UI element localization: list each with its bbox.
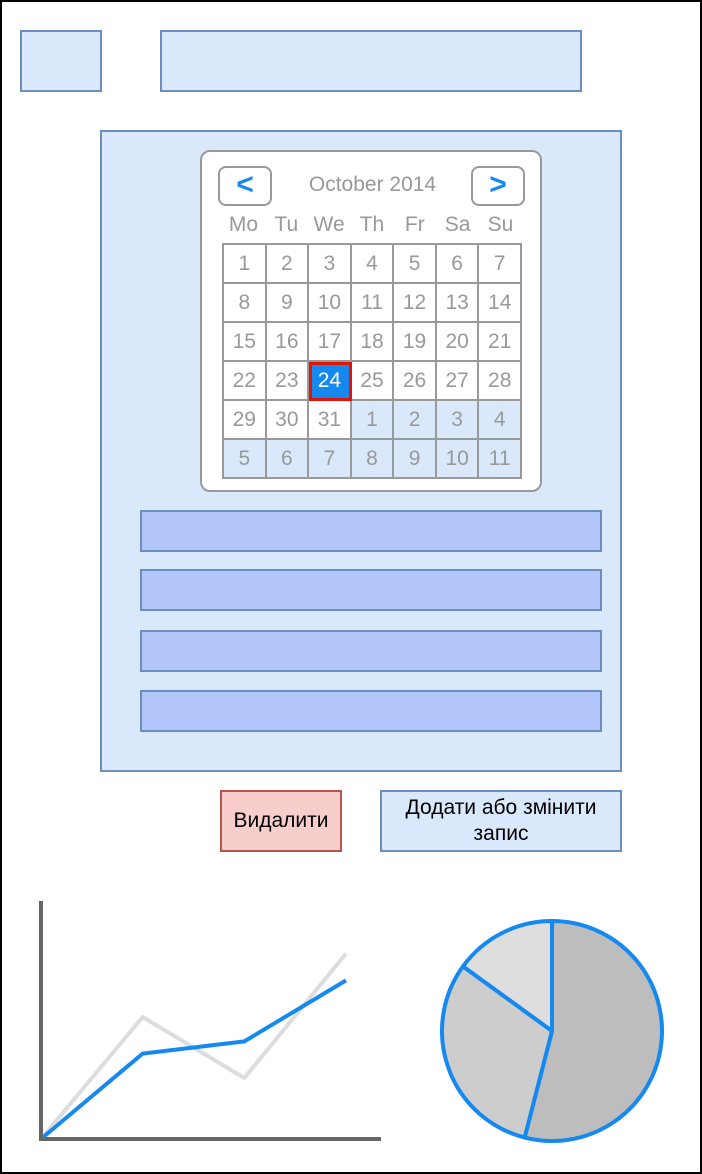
calendar-day[interactable]: 2 xyxy=(394,401,437,440)
calendar-day[interactable]: 20 xyxy=(436,323,480,362)
calendar-day[interactable]: 22 xyxy=(224,362,267,401)
next-month-button[interactable]: > xyxy=(471,166,525,206)
calendar-day[interactable]: 17 xyxy=(309,323,352,362)
calendar-day[interactable]: 28 xyxy=(479,362,522,401)
calendar-day[interactable]: 1 xyxy=(351,401,395,440)
top-left-placeholder xyxy=(20,30,102,92)
calendar-day[interactable]: 2 xyxy=(266,245,310,284)
calendar-day[interactable]: 14 xyxy=(479,284,522,323)
calendar-day[interactable]: 29 xyxy=(224,401,267,440)
weekday-label: Su xyxy=(487,213,514,236)
calendar-day[interactable]: 7 xyxy=(479,245,522,284)
entry-field-4[interactable] xyxy=(140,690,602,732)
pie-slice-2 xyxy=(440,964,554,1140)
calendar-day-selected[interactable]: 24 xyxy=(309,362,352,401)
entry-field-1[interactable] xyxy=(140,510,602,552)
calendar-day[interactable]: 9 xyxy=(394,440,437,479)
calendar-day[interactable]: 19 xyxy=(394,323,437,362)
calendar-day[interactable]: 23 xyxy=(266,362,310,401)
line-chart xyxy=(39,901,381,1141)
calendar-day[interactable]: 16 xyxy=(266,323,310,362)
calendar-day[interactable]: 4 xyxy=(351,245,395,284)
calendar-day[interactable]: 3 xyxy=(436,401,480,440)
weekday-label: Mo xyxy=(228,213,259,236)
weekday-label: Fr xyxy=(404,213,425,236)
weekday-label: Th xyxy=(359,213,385,236)
prev-month-button[interactable]: < xyxy=(218,166,272,206)
calendar-day[interactable]: 5 xyxy=(224,440,267,479)
calendar-day[interactable]: 8 xyxy=(224,284,267,323)
calendar-day[interactable]: 10 xyxy=(309,284,352,323)
calendar-day[interactable]: 18 xyxy=(351,323,395,362)
entry-field-3[interactable] xyxy=(140,630,602,672)
calendar-day[interactable]: 11 xyxy=(351,284,395,323)
line-series-2 xyxy=(39,978,348,1141)
delete-button[interactable]: Видалити xyxy=(220,790,342,852)
entry-field-2[interactable] xyxy=(140,569,602,611)
calendar-day[interactable]: 3 xyxy=(309,245,352,284)
calendar-day[interactable]: 9 xyxy=(266,284,310,323)
calendar-day[interactable]: 21 xyxy=(479,323,522,362)
calendar-day[interactable]: 12 xyxy=(394,284,437,323)
calendar-day[interactable]: 25 xyxy=(351,362,395,401)
pie-slice-3 xyxy=(461,919,554,1033)
calendar-day[interactable]: 4 xyxy=(479,401,522,440)
pie-slice-1 xyxy=(522,919,664,1143)
weekday-label: Tu xyxy=(274,213,299,236)
calendar-day[interactable]: 8 xyxy=(351,440,395,479)
calendar-day[interactable]: 15 xyxy=(224,323,267,362)
calendar-day[interactable]: 30 xyxy=(266,401,310,440)
calendar-day[interactable]: 10 xyxy=(436,440,480,479)
calendar-day[interactable]: 6 xyxy=(266,440,310,479)
weekday-label: We xyxy=(313,213,345,236)
calendar-day[interactable]: 7 xyxy=(309,440,352,479)
calendar-day[interactable]: 13 xyxy=(436,284,480,323)
calendar-day[interactable]: 26 xyxy=(394,362,437,401)
month-title: October 2014 xyxy=(308,173,437,196)
add-or-edit-button[interactable]: Додати або змінити запис xyxy=(380,790,622,852)
calendar-day[interactable]: 5 xyxy=(394,245,437,284)
calendar-day[interactable]: 6 xyxy=(436,245,480,284)
weekday-header: Mo Tu We Th Fr Sa Su xyxy=(222,210,522,240)
calendar-day[interactable]: 11 xyxy=(479,440,522,479)
calendar-day[interactable]: 1 xyxy=(224,245,267,284)
weekday-label: Sa xyxy=(444,213,471,236)
calendar-day[interactable]: 27 xyxy=(436,362,480,401)
calendar-day[interactable]: 31 xyxy=(309,401,352,440)
top-header-placeholder xyxy=(160,30,582,92)
pie-chart xyxy=(440,919,664,1143)
